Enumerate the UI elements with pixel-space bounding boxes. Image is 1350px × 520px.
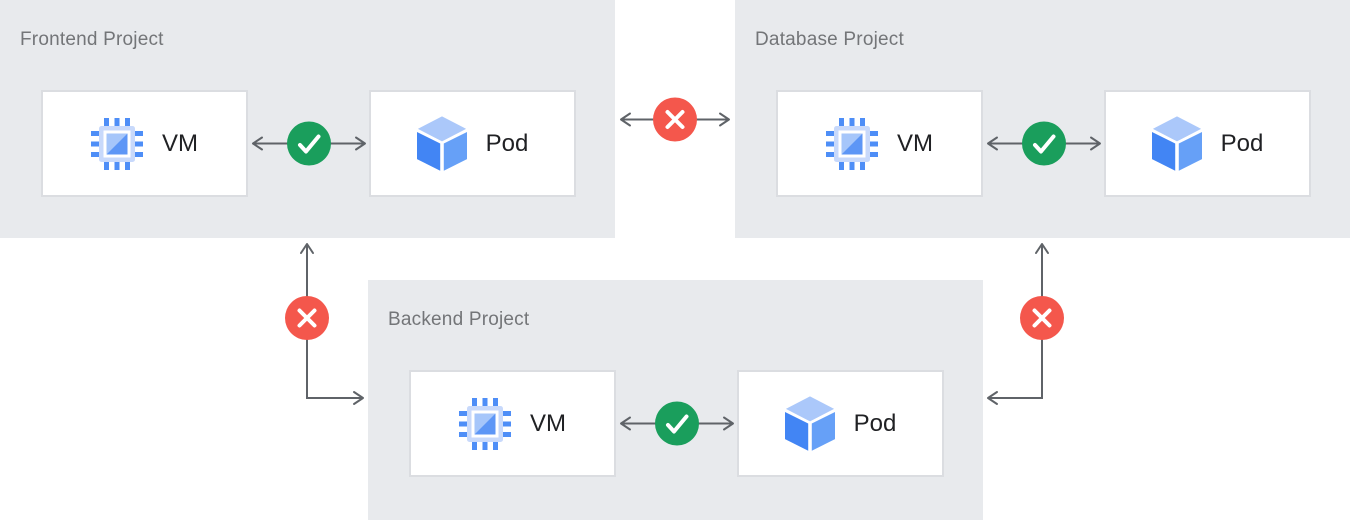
connector-frontend-database-blocked	[620, 97, 730, 142]
node-database-vm: VM	[776, 90, 983, 197]
blocked-badge	[285, 296, 329, 340]
node-label-vm: VM	[162, 129, 198, 157]
panel-backend-project: Backend Project VM P	[368, 280, 983, 520]
pod-cube-icon	[416, 115, 467, 171]
node-frontend-pod: Pod	[369, 90, 576, 197]
node-backend-vm: VM	[409, 370, 616, 477]
pod-cube-icon	[1151, 115, 1202, 171]
compute-vm-chip-icon	[459, 397, 511, 450]
pod-cube-icon	[784, 395, 835, 451]
node-database-pod: Pod	[1104, 90, 1311, 197]
node-label-pod: Pod	[485, 129, 529, 157]
connector-frontend-backend-blocked	[285, 243, 364, 405]
cross-icon	[665, 110, 685, 129]
connector-database-backend-blocked	[987, 243, 1064, 405]
node-label-pod: Pod	[853, 409, 897, 437]
blocked-badge	[1020, 296, 1064, 340]
cross-icon	[297, 308, 317, 328]
panel-title-frontend: Frontend Project	[20, 29, 164, 50]
cross-icon	[1032, 308, 1052, 328]
node-backend-pod: Pod	[737, 370, 944, 477]
compute-vm-chip-icon	[91, 117, 143, 170]
panel-database-project: Database Project VM	[735, 0, 1350, 238]
compute-vm-chip-icon	[826, 117, 878, 170]
node-label-vm: VM	[530, 409, 566, 437]
blocked-badge	[653, 97, 697, 142]
panel-title-database: Database Project	[755, 29, 904, 50]
node-frontend-vm: VM	[41, 90, 248, 197]
panel-title-backend: Backend Project	[388, 309, 530, 330]
panel-frontend-project: Frontend Project VM	[0, 0, 615, 238]
node-label-pod: Pod	[1220, 129, 1264, 157]
node-label-vm: VM	[897, 129, 933, 157]
